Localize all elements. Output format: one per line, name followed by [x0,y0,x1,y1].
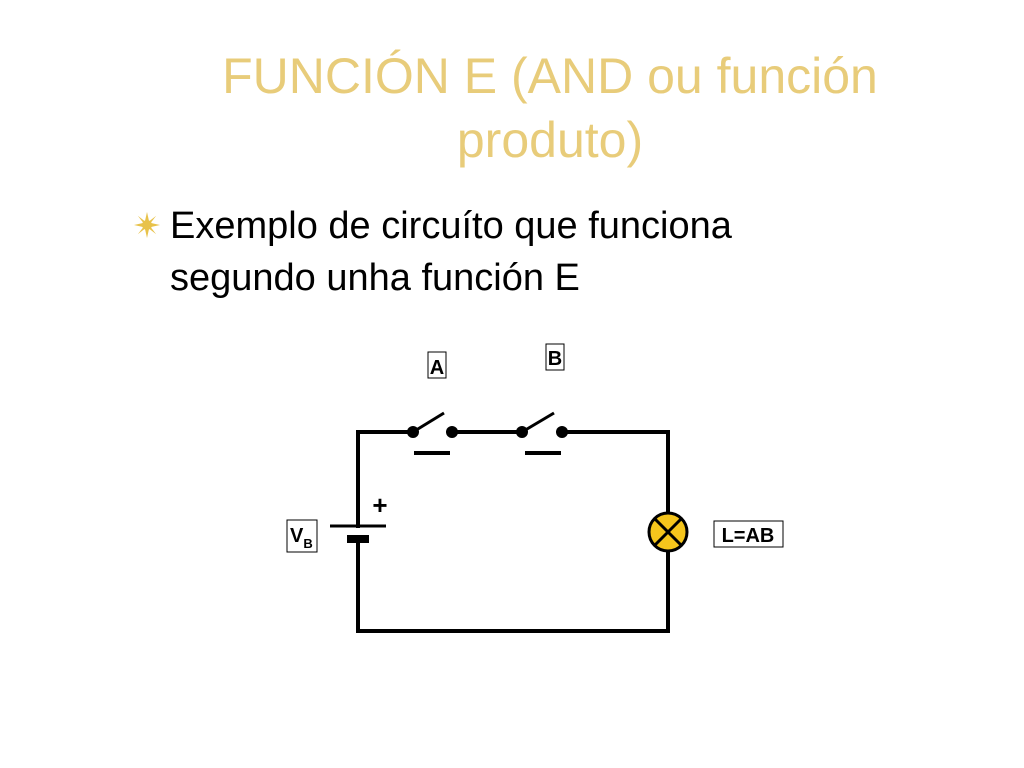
lamp-label: L=AB [722,525,775,547]
lamp-icon [647,511,689,553]
switch-a-label: A [430,357,444,379]
bullet-text-line1: Exemplo de circuíto que funciona [170,205,732,247]
switch-a [407,411,458,455]
battery-symbol [330,524,386,543]
slide-title-line1: FUNCIÓN E (AND ou función [222,48,878,104]
switch-b [516,411,568,455]
sunburst-bullet-icon [134,212,160,238]
switch-b-label: B [548,348,562,370]
battery-label-main: V [290,525,304,547]
bullet-text-line2: segundo unha función E [170,257,580,299]
battery-plus-sign: + [372,490,387,520]
slide-title-line2: produto) [456,112,644,168]
slide-title: FUNCIÓN E (AND ou función produto) [150,44,950,172]
bullet-text: Exemplo de circuíto que funciona segundo… [170,200,732,304]
battery-label-sub: B [303,536,312,551]
battery-label: VB [290,525,313,551]
